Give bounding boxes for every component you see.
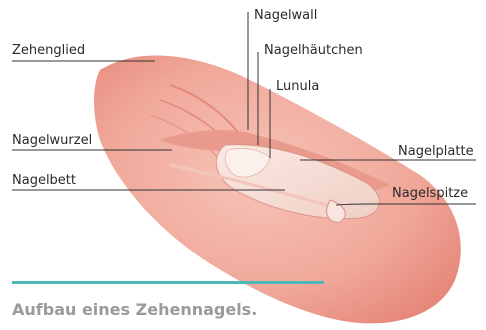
label-nagelwall: Nagelwall [254, 9, 317, 22]
label-lunula: Lunula [276, 80, 319, 93]
label-nagelspitze: Nagelspitze [392, 187, 468, 200]
figure-caption: Aufbau eines Zehennagels. [12, 300, 257, 319]
label-zehenglied: Zehenglied [12, 44, 85, 57]
label-nagelwurzel: Nagelwurzel [12, 134, 92, 147]
caption-accent-rule [12, 281, 324, 284]
label-nagelplatte: Nagelplatte [398, 145, 474, 158]
label-nagelhaeutchen: Nagelhäutchen [264, 44, 363, 57]
label-nagelbett: Nagelbett [12, 174, 76, 187]
